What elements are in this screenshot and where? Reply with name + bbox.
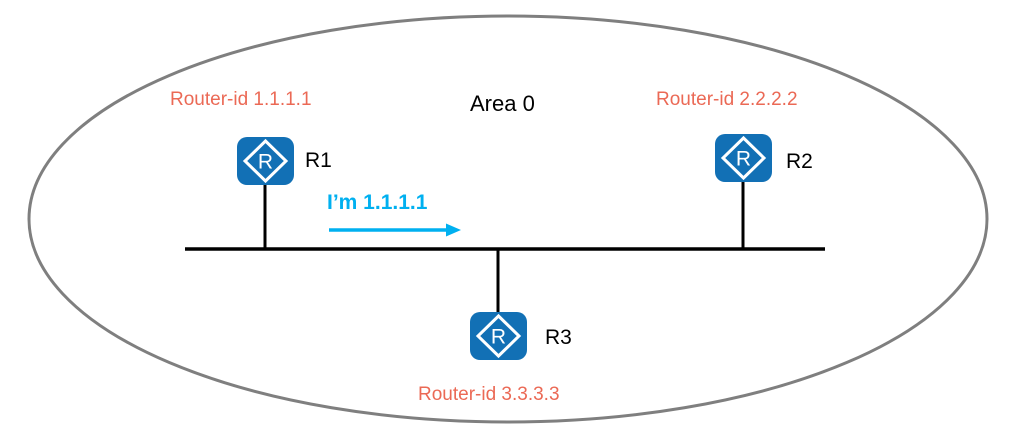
arrow-head — [446, 223, 461, 237]
router-name-label-r3: R3 — [545, 326, 572, 349]
router-icon-r3: R — [470, 312, 527, 360]
router-glyph: R — [258, 151, 273, 174]
router-id-label-r1: Router-id 1.1.1.1 — [170, 89, 312, 110]
router-icon-body — [237, 137, 294, 185]
router-glyph: R — [491, 326, 506, 349]
router-icon-body — [715, 134, 772, 182]
router-icon-diamond — [720, 135, 767, 181]
router-icon-r1: R — [237, 137, 294, 185]
router-glyph: R — [736, 148, 751, 171]
advertisement-message-label: I’m 1.1.1.1 — [327, 191, 428, 214]
router-icon-diamond — [242, 138, 289, 184]
area-boundary-ellipse — [27, 14, 989, 424]
router-name-label-r1: R1 — [305, 149, 332, 172]
area-label: Area 0 — [470, 91, 535, 116]
router-id-label-r2: Router-id 2.2.2.2 — [656, 89, 798, 110]
router-icon-r2: R — [715, 134, 772, 182]
router-id-label-r3: Router-id 3.3.3.3 — [418, 384, 560, 405]
router-name-label-r2: R2 — [786, 150, 813, 173]
router-icon-diamond — [475, 313, 522, 359]
router-icon-body — [470, 312, 527, 360]
advertisement-arrow — [329, 223, 461, 237]
